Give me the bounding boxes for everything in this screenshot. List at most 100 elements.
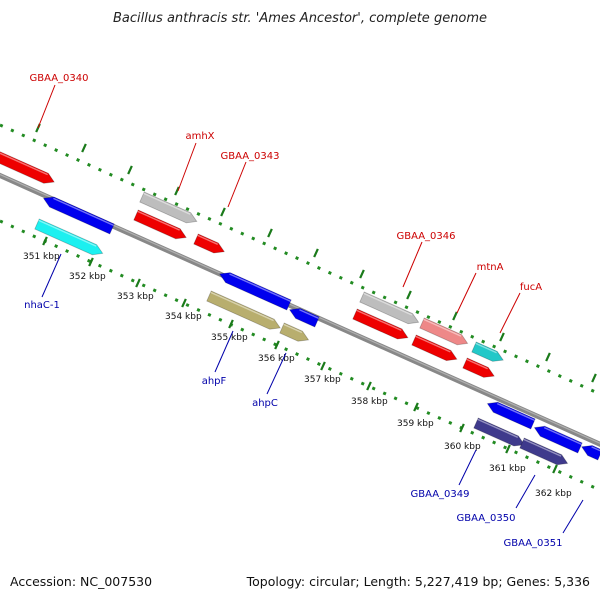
lower-tick	[459, 423, 465, 433]
gene-arrow-red-4[interactable]	[462, 357, 495, 378]
lower-tick	[274, 340, 280, 350]
gene-label-gbaa-0343[interactable]: GBAA_0343	[220, 151, 279, 162]
tick-label-356: 356 kbp	[258, 354, 295, 364]
upper-tick	[127, 165, 133, 175]
gene-arrow-ahpc[interactable]	[279, 322, 310, 342]
map-title: Bacillus anthracis str. 'Ames Ancestor',…	[113, 11, 487, 26]
upper-tick	[359, 269, 365, 279]
lower-tick	[552, 464, 558, 474]
gene-arrow-red-3[interactable]	[411, 334, 458, 362]
tick-label-360: 360 kbp	[444, 442, 481, 452]
upper-tick	[267, 228, 273, 238]
gene-label-gbaa-0350[interactable]: GBAA_0350	[456, 513, 515, 524]
upper-tick	[452, 311, 458, 321]
lower-tick	[320, 361, 326, 371]
gene-arrow-ahpf[interactable]	[218, 272, 292, 311]
leader-amhx	[177, 142, 197, 192]
gene-arrow-red-2-highlight	[356, 309, 402, 332]
lower-tick	[413, 402, 419, 412]
upper-tick	[220, 207, 226, 217]
bottom-gene-labels: nhaC-1 ahpF ahpC GBAA_0349 GBAA_0350 GBA…	[24, 253, 584, 549]
gene-arrow-purple-2-highlight	[523, 438, 562, 457]
gene-label-mtna[interactable]: mtnA	[477, 262, 504, 273]
gene-arrow-olive-1[interactable]	[206, 290, 281, 330]
upper-tick	[406, 290, 412, 300]
tick-label-361: 361 kbp	[489, 464, 526, 474]
leader-mtna	[456, 272, 477, 314]
tick-label-352: 352 kbp	[69, 272, 106, 282]
accession-text: Accession: NC_007530	[10, 574, 152, 589]
gene-arrow-gbaa-0340[interactable]	[0, 150, 55, 184]
gene-arrow-gbaa-0351[interactable]	[580, 445, 600, 461]
gene-arrow-gbaa-0343[interactable]	[193, 233, 226, 254]
gene-arrow-gbaa-0349-highlight	[496, 402, 535, 421]
gene-arrow-gbaa-0349[interactable]	[486, 401, 536, 430]
gene-arrow-purple-2[interactable]	[519, 437, 569, 466]
upper-tick	[499, 332, 505, 342]
gene-arrow-purple-1[interactable]	[473, 417, 526, 447]
leader-gbaa-0340	[37, 84, 56, 129]
tick-label-351: 351 kbp	[23, 252, 60, 262]
gene-arrow-nhac-1[interactable]	[34, 218, 104, 256]
tick-label-358: 358 kbp	[351, 397, 388, 407]
gene-arrow-red-4-highlight	[466, 358, 488, 370]
topology-text: Topology: circular; Length: 5,227,419 bp…	[246, 574, 590, 589]
gene-arrow-blue-1[interactable]	[42, 196, 115, 235]
gene-arrow-gbaa-0346[interactable]	[359, 291, 420, 325]
gene-label-ahpf[interactable]: ahpF	[202, 376, 227, 387]
tick-label-357: 357 kbp	[304, 375, 341, 385]
gene-label-gbaa-0351[interactable]: GBAA_0351	[503, 538, 562, 549]
lower-tick	[42, 236, 48, 246]
lower-tick	[366, 381, 372, 391]
lower-tick	[135, 278, 141, 288]
gene-arrow-amhx-highlight	[143, 192, 191, 215]
upper-tick	[81, 143, 87, 153]
tick-label-353: 353 kbp	[117, 292, 154, 302]
gene-arrow-red-1-highlight	[137, 210, 180, 231]
leader-nhac-1	[41, 253, 62, 298]
gene-label-fuca[interactable]: fucA	[520, 282, 542, 293]
gene-arrow-red-2[interactable]	[352, 308, 409, 340]
leader-gbaa-0343	[227, 161, 247, 208]
gene-label-nhac-1[interactable]: nhaC-1	[24, 300, 60, 311]
lower-tick	[228, 319, 234, 329]
lower-tick	[181, 298, 187, 308]
leader-gbaa-0350	[515, 474, 536, 509]
gene-arrow-blue-2[interactable]	[288, 307, 320, 328]
gene-label-amhx[interactable]: amhX	[185, 131, 214, 142]
gene-label-gbaa-0346[interactable]: GBAA_0346	[396, 231, 455, 242]
lower-tick	[505, 444, 511, 454]
gene-arrow-red-3-highlight	[415, 335, 451, 353]
gene-label-ahpc[interactable]: ahpC	[252, 398, 278, 409]
gene-arrow-mtna-highlight	[423, 318, 462, 337]
gene-arrow-amhx[interactable]	[139, 191, 198, 224]
gene-arrow-mtna[interactable]	[419, 317, 469, 346]
upper-tick	[545, 352, 551, 362]
leader-gbaa-0351	[562, 499, 584, 534]
gene-arrow-red-1[interactable]	[133, 209, 187, 240]
leader-ahpf	[214, 330, 234, 373]
tick-label-359: 359 kbp	[397, 419, 434, 429]
upper-tick	[591, 373, 597, 383]
top-gene-labels: GBAA_0340 amhX GBAA_0343 GBAA_0346 mtnA …	[29, 73, 542, 334]
gene-arrow-ahpc-highlight	[283, 323, 303, 334]
gene-arrow-olive-1-highlight	[210, 291, 274, 322]
gene-arrow-gbaa-0346-highlight	[363, 292, 413, 316]
tick-label-362: 362 kbp	[535, 489, 572, 499]
leader-ahpc	[266, 352, 287, 395]
gene-arrow-gbaa-0350[interactable]	[533, 425, 583, 454]
tick-label-354: 354 kbp	[165, 312, 202, 322]
lower-tick	[88, 257, 94, 267]
upper-tick	[174, 186, 180, 196]
gene-arrow-ahpf-highlight	[229, 273, 291, 302]
gene-arrow-gbaa-0350-highlight	[543, 426, 582, 445]
gene-arrow-gbaa-0343-highlight	[197, 234, 219, 245]
gene-features	[0, 150, 600, 466]
gene-label-gbaa-0340[interactable]: GBAA_0340	[29, 73, 88, 84]
gene-arrow-fuca[interactable]	[471, 341, 504, 362]
gene-arrow-blue-1-highlight	[53, 197, 114, 226]
gene-label-gbaa-0349[interactable]: GBAA_0349	[410, 489, 469, 500]
leader-gbaa-0349	[458, 449, 477, 486]
